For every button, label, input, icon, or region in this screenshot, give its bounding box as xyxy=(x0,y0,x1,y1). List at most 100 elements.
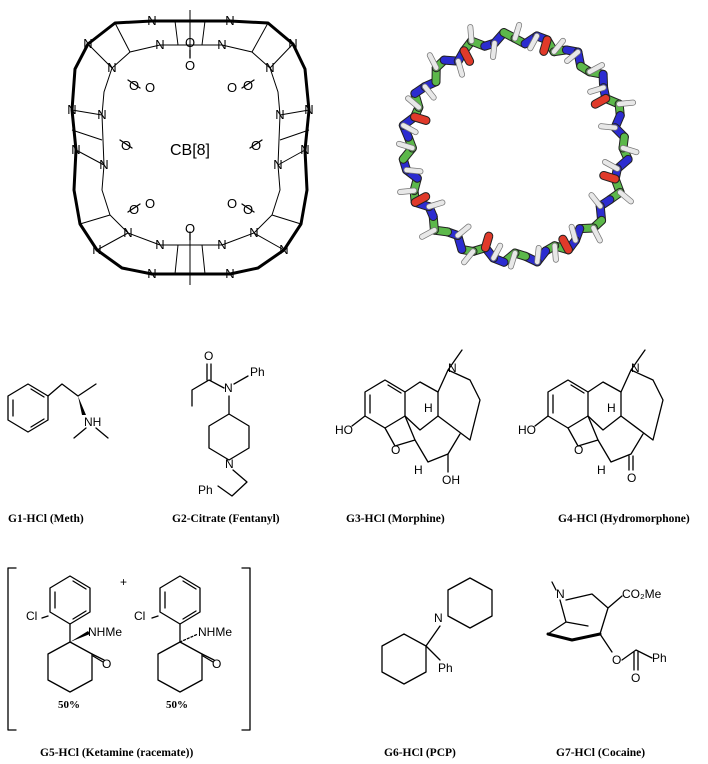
model-hydrogen xyxy=(552,243,559,262)
model-hydrogen xyxy=(468,24,474,44)
g7-structure: N CO₂Me O Ph O xyxy=(546,581,667,685)
model-hydrogen xyxy=(397,188,417,195)
cb8-label: CB[8] xyxy=(170,142,210,159)
g4-structure: N H HO O H O xyxy=(518,349,664,485)
model-hydrogen xyxy=(587,62,605,75)
svg-text:O: O xyxy=(227,80,237,95)
svg-text:N: N xyxy=(147,13,156,28)
g3-structure: N H HO O H OH xyxy=(335,349,481,487)
g5-o2-label: O xyxy=(212,657,221,671)
svg-text:O: O xyxy=(129,78,139,93)
cb8-oxygen-atoms: O O O O O O O O O O O O O xyxy=(121,35,261,236)
svg-text:O: O xyxy=(121,138,131,153)
svg-text:O: O xyxy=(145,80,155,95)
model-hydrogen xyxy=(569,224,578,243)
g5-cl1-label: Cl xyxy=(26,609,37,623)
model-hydrogen xyxy=(617,190,634,204)
g1-caption: G1-HCl (Meth) xyxy=(8,513,84,525)
cb8-inner-ring xyxy=(101,44,281,246)
model-hydrogen xyxy=(589,192,603,209)
g2-phenyl-label: Ph xyxy=(250,365,265,379)
cb8-bottom-inner xyxy=(160,240,222,285)
svg-text:O: O xyxy=(243,202,253,217)
svg-text:N: N xyxy=(265,60,274,75)
g5-o1-label: O xyxy=(102,657,111,671)
cb8-side-units xyxy=(71,22,310,251)
model-hydrogen xyxy=(490,40,497,60)
model-hydrogen xyxy=(455,224,471,238)
svg-text:N: N xyxy=(107,60,116,75)
model-hydrogen xyxy=(564,49,581,64)
svg-text:N: N xyxy=(273,157,282,172)
svg-text:N: N xyxy=(155,37,164,52)
svg-text:N: N xyxy=(275,107,284,122)
svg-text:N: N xyxy=(92,242,101,257)
g4-h1-label: H xyxy=(607,401,616,415)
svg-text:N: N xyxy=(249,225,258,240)
g1-structure: NH xyxy=(7,383,109,439)
svg-text:O: O xyxy=(185,58,195,73)
svg-text:N: N xyxy=(99,157,108,172)
svg-text:N: N xyxy=(217,237,226,252)
g4-caption: G4-HCl (Hydromorphone) xyxy=(558,513,690,525)
model-hydrogen xyxy=(598,124,618,130)
g5-nhme2-label: NHMe xyxy=(198,625,232,639)
g4-h2-label: H xyxy=(597,463,606,477)
svg-text:O: O xyxy=(145,196,155,211)
g3-ether-label: O xyxy=(391,443,400,457)
svg-text:N: N xyxy=(217,37,226,52)
cb8-carbonyls xyxy=(119,49,263,241)
model-hydrogen xyxy=(491,243,503,261)
svg-text:O: O xyxy=(129,202,139,217)
model-hydrogen xyxy=(461,249,476,265)
model-hydrogen xyxy=(508,250,518,269)
model-hydrogen xyxy=(401,123,418,135)
svg-text:N: N xyxy=(71,142,80,157)
g7-caption: G7-HCl (Cocaine) xyxy=(556,747,645,759)
svg-text:O: O xyxy=(227,196,237,211)
model-hydrogen xyxy=(512,22,522,41)
cb8-stick-model xyxy=(395,22,640,270)
model-hydrogen xyxy=(419,227,437,240)
g3-h1-label: H xyxy=(424,401,433,415)
g5-cl2-label: Cl xyxy=(134,609,145,623)
g3-caption: G3-HCl (Morphine) xyxy=(346,513,445,525)
model-hydrogen xyxy=(602,159,620,172)
model-oxygen xyxy=(600,171,619,183)
g5-enantiomer-2: Cl NHMe O 50% xyxy=(134,575,232,711)
svg-text:N: N xyxy=(279,242,288,257)
model-hydrogen xyxy=(427,53,439,70)
svg-text:N: N xyxy=(83,36,92,51)
model-oxygen xyxy=(460,47,474,65)
model-hydrogen xyxy=(422,84,436,100)
model-hydrogen xyxy=(404,167,423,174)
model-hydrogen xyxy=(426,200,445,209)
guest-row-1: NH G1-HCl (Meth) O N Ph N Ph G2-Citrate … xyxy=(7,349,690,525)
g5-enantiomer-1: Cl NHMe O 50% xyxy=(26,575,122,711)
svg-text:N: N xyxy=(123,225,132,240)
cb8-nitrogen-atoms: N N N N N N N N N N N N N N N N N N N N … xyxy=(67,13,313,281)
model-hydrogen xyxy=(455,58,465,77)
g6-caption: G6-HCl (PCP) xyxy=(384,747,456,759)
model-oxygen xyxy=(540,36,551,55)
g3-h2-label: H xyxy=(414,463,423,477)
svg-text:O: O xyxy=(185,221,195,236)
g2-ring-n-label: N xyxy=(225,457,234,471)
g6-structure: N Ph xyxy=(381,577,493,685)
g5-pct1: 50% xyxy=(58,699,80,711)
g2-caption: G2-Citrate (Fentanyl) xyxy=(172,513,280,525)
svg-text:N: N xyxy=(155,237,164,252)
g4-amine-label: N xyxy=(631,361,640,375)
model-hydrogen xyxy=(591,225,603,243)
model-oxygen xyxy=(591,94,610,108)
g6-amine-label: N xyxy=(434,611,443,625)
g7-ester-label: CO₂Me xyxy=(622,587,662,601)
model-hydrogen xyxy=(620,145,639,155)
g2-phenethyl-label: Ph xyxy=(198,483,213,497)
g5-caption: G5-HCl (Ketamine (racemate)) xyxy=(40,747,193,759)
g2-amide-n-label: N xyxy=(224,381,233,395)
svg-text:N: N xyxy=(288,36,297,51)
model-oxygen xyxy=(411,113,430,124)
model-oxygen xyxy=(559,235,572,254)
g7-phenyl-label: Ph xyxy=(652,651,667,665)
